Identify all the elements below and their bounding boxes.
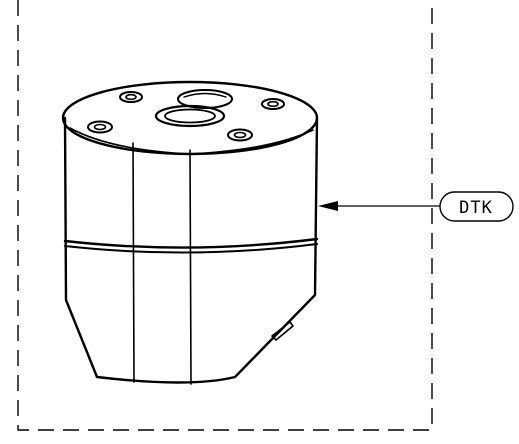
flat-edge-right	[189, 149, 192, 385]
bolt-hole-front-right	[227, 128, 253, 142]
bolt-hole-front-left	[87, 120, 113, 134]
callout-bubble: DTK	[439, 191, 514, 222]
flat-edge-left	[132, 142, 135, 383]
upper-port-outer	[177, 89, 233, 109]
body-outline	[63, 116, 319, 384]
callout-leader	[318, 201, 440, 211]
bolt-hole-back-left	[119, 91, 143, 103]
pump-head-body	[61, 80, 319, 385]
dashed-boundary	[17, 0, 433, 431]
callout-label: DTK	[459, 198, 493, 218]
arrowhead-icon	[318, 201, 338, 211]
side-port	[271, 321, 294, 341]
bolt-hole-back-right	[261, 98, 285, 110]
top-face	[61, 80, 319, 156]
upper-port-inner	[183, 92, 227, 98]
center-port-inner	[164, 108, 216, 124]
